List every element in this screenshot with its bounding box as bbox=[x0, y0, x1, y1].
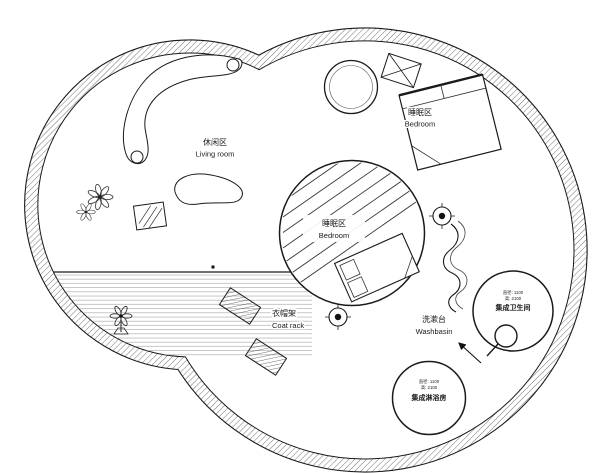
label-backplate bbox=[303, 215, 365, 242]
plant-icon bbox=[76, 183, 114, 221]
shower-pod-dim1: 直径: 1100 bbox=[419, 378, 440, 384]
bathroom-pod-dim2: 高: 2100 bbox=[505, 295, 522, 302]
coat-stand-icon bbox=[109, 305, 133, 335]
coat-rack-label-zh: 衣帽架 bbox=[272, 308, 296, 318]
direction-arrow bbox=[458, 342, 482, 364]
door-marker bbox=[211, 265, 215, 269]
bathroom-pod-dim1: 直径: 1100 bbox=[503, 289, 524, 295]
living-room-label-en: Living room bbox=[196, 150, 235, 159]
bedroom-pod-circle bbox=[278, 159, 426, 307]
ceiling-fixture-icon bbox=[429, 203, 455, 229]
living-room-label-zh: 休闲区 bbox=[203, 137, 227, 147]
ceiling-fixture-icon bbox=[325, 304, 351, 330]
side-seat bbox=[132, 201, 168, 231]
washbasin-label-zh: 洗漱台 bbox=[422, 314, 446, 324]
shower-pod-dim2: 高: 2100 bbox=[421, 384, 438, 391]
coat-rack-shelf bbox=[244, 338, 288, 376]
bathroom-pod-title: 集成卫生间 bbox=[495, 303, 531, 312]
bedroom-pod-label-zh: 睡眠区 bbox=[322, 219, 346, 228]
shower-pod-title: 集成淋浴房 bbox=[411, 393, 447, 402]
round-table bbox=[323, 59, 379, 115]
coat-rack-label-en: Coat rack bbox=[272, 321, 304, 330]
bathroom-pod bbox=[472, 270, 554, 357]
bedroom-upper-label-zh: 睡眠区 bbox=[408, 108, 432, 117]
mirror-icon bbox=[486, 324, 518, 357]
bedroom-pod-label-en: Bedroom bbox=[319, 231, 349, 240]
bed-pod bbox=[333, 232, 420, 303]
washbasin-label-en: Washbasin bbox=[416, 327, 453, 336]
curved-sofa bbox=[122, 54, 243, 165]
shower-pod bbox=[391, 360, 467, 436]
bed-upper bbox=[398, 73, 502, 171]
wavy-screen bbox=[442, 220, 468, 313]
x-side-table bbox=[380, 52, 422, 89]
bedroom-upper-label-en: Bedroom bbox=[405, 120, 435, 129]
coat-rack-shelf bbox=[218, 287, 262, 325]
coffee-table bbox=[174, 173, 243, 205]
